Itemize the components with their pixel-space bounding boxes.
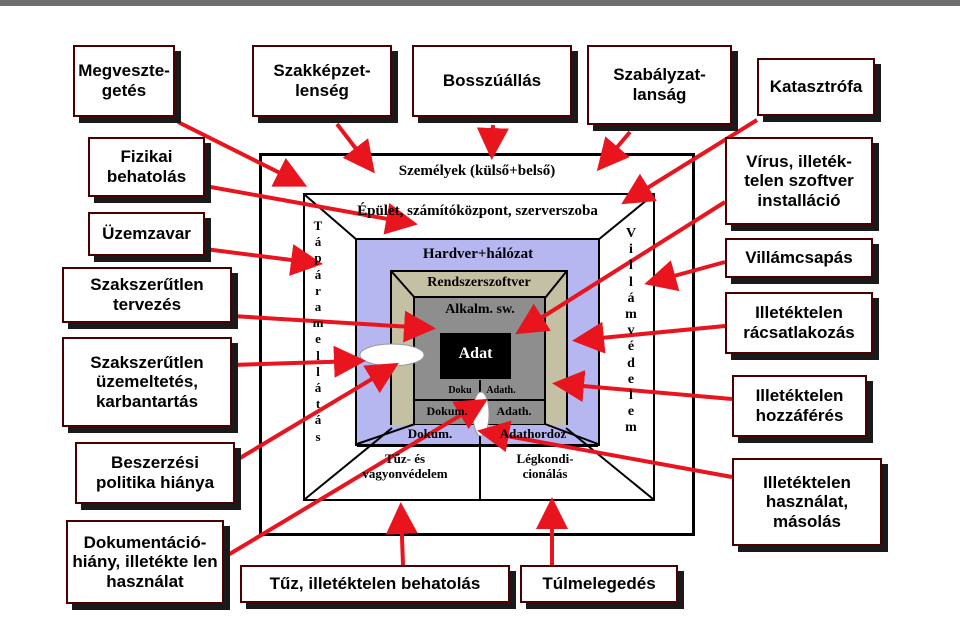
- threat-dokumentacio-hiany: Dokumentáció- hiány, illetékte len haszn…: [66, 520, 224, 604]
- threat-tuz-behatolas: Tűz, illetéktelen behatolás: [240, 565, 510, 603]
- threat-szakszerutlen-uzemeltetes: Szakszerűtlen üzemeltetés, karbantartás: [62, 337, 232, 427]
- threat-katasztrofa: Katasztrófa: [757, 58, 875, 116]
- label-data: Adat: [458, 345, 493, 362]
- label-building: Épület, számítóközpont, szerverszoba: [357, 203, 598, 219]
- label-application: Alkalm. sw.: [445, 302, 515, 317]
- label-doku-small: Doku: [448, 385, 472, 396]
- threat-szakszerutlen-tervezes: Szakszerűtlen tervezés: [62, 267, 232, 323]
- threat-hasznalat-masolas: Illetéktelen használat, másolás: [732, 458, 882, 546]
- threat-beszerzesi-politika: Beszerzési politika hiánya: [75, 442, 235, 504]
- label-adath: Adath.: [496, 404, 532, 418]
- label-system-software: Rendszerszoftver: [427, 275, 531, 290]
- label-dokum: Dokum.: [426, 404, 468, 418]
- threat-tulmelegedes: Túlmelegedés: [520, 565, 678, 603]
- threat-megvesztegetes: Megveszte- getés: [73, 45, 175, 117]
- threat-szakkepzetlenseg: Szakképzet- lenség: [252, 45, 392, 117]
- label-air-conditioning: Légkondi- cionálás: [516, 451, 574, 481]
- threat-villamcsapas: Villámcsapás: [725, 238, 873, 278]
- threat-uzemzavar: Üzemzavar: [88, 212, 205, 256]
- label-people: Személyek (külső+belső): [398, 163, 556, 179]
- label-hardware: Hardver+hálózat: [422, 246, 534, 262]
- threat-szabalyzatlansag: Szabályzat- lanság: [587, 45, 732, 125]
- label-adathordozo: Adathordoz: [499, 426, 567, 441]
- label-dokum-outer: Dokum.: [407, 426, 453, 441]
- threat-fizikai-behatolas: Fizikai behatolás: [88, 137, 205, 197]
- threat-hozzaferes: Illetéktelen hozzáférés: [732, 375, 867, 437]
- threat-bosszuallas: Bosszúállás: [412, 45, 572, 117]
- top-border: [0, 0, 960, 6]
- label-fire-protection: Tűz- és vagyonvédelem: [362, 451, 448, 481]
- label-adath-small: Adath.: [486, 385, 516, 396]
- threat-virus: Vírus, illeték- telen szoftver installác…: [725, 137, 873, 225]
- data-core: [440, 333, 511, 379]
- threat-racsatlakozas: Illetéktelen rácsatlakozás: [725, 292, 873, 354]
